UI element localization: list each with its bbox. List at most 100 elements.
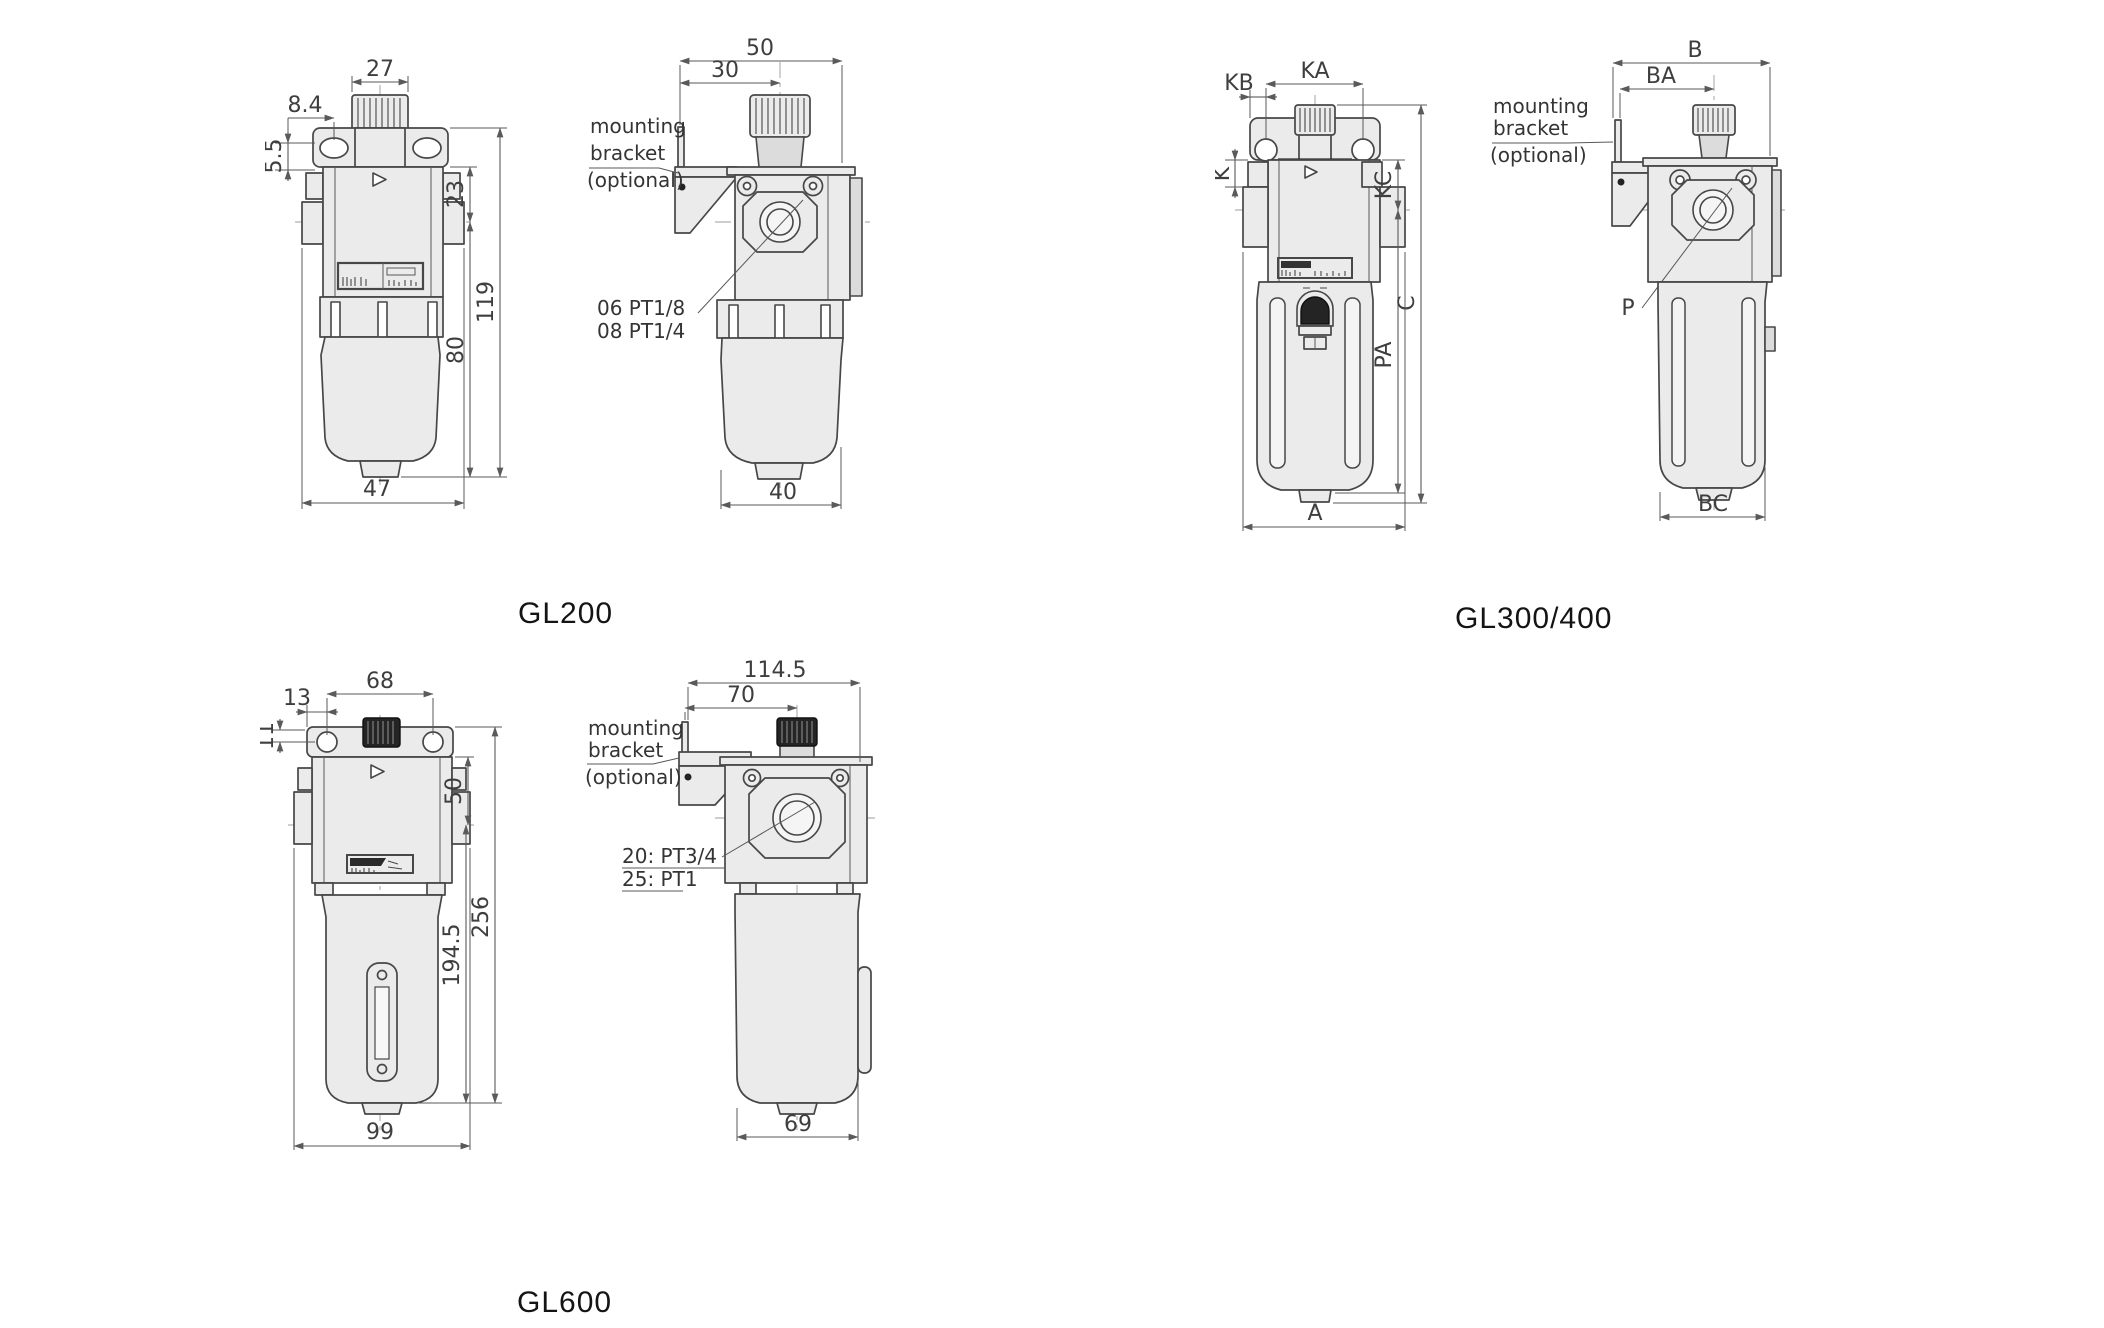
- dim-bottom-width: 40: [769, 480, 797, 505]
- bowl: [320, 336, 441, 462]
- dim-top-width: KA: [1300, 59, 1329, 84]
- dim-bottom-width: A: [1307, 501, 1322, 526]
- model-label-gl200: GL200: [518, 597, 614, 630]
- dim-bottom-width: 99: [366, 1120, 394, 1145]
- knob-stem: [755, 136, 805, 168]
- bowl: [734, 893, 861, 1104]
- gl300-side-annotations: B BA mounting bracket (optional) P BC: [1490, 38, 1771, 521]
- dim-top-offset: 8.4: [288, 93, 323, 118]
- gl600-side-view: 114.5 70 mounting bracket (optional) 20:…: [585, 658, 875, 1141]
- dim-top-offset: KB: [1224, 71, 1254, 96]
- drain: [361, 1102, 403, 1115]
- bowl: [1256, 281, 1374, 491]
- bracket-note-line1: mounting: [588, 716, 684, 740]
- gl300-front-dimensions: KA KB K KC PA C A: [1215, 59, 1427, 531]
- dim-inner-width: 70: [727, 683, 755, 708]
- bracket-note-line3: (optional): [1490, 143, 1587, 167]
- bracket-hole: [678, 183, 686, 191]
- top-cap: [726, 166, 856, 176]
- flange-hole-left: [319, 137, 349, 159]
- dim-top-offset: 13: [283, 686, 311, 711]
- gl200-front-body: [301, 94, 465, 478]
- bowl: [720, 337, 844, 464]
- port-circle-outer: [759, 201, 801, 243]
- bowl-clip: [857, 966, 872, 1074]
- port-left: [1242, 186, 1269, 248]
- foot-right: [426, 882, 446, 896]
- flange-hole-right: [1351, 138, 1375, 162]
- sight-window-right: [1344, 297, 1361, 469]
- dim-bottom-width: BC: [1698, 492, 1728, 517]
- flow-arrow: [372, 172, 387, 187]
- dim-right-mid: PA: [1372, 342, 1397, 369]
- dim-top-width: 27: [366, 57, 394, 82]
- adjust-knob: [362, 717, 401, 748]
- top-cap: [719, 756, 873, 766]
- sight-window-right: [1741, 297, 1756, 467]
- port-note-line1: 20: PT3/4: [622, 844, 717, 868]
- bowl-clip: [1764, 326, 1776, 352]
- dim-total-width: B: [1687, 38, 1702, 63]
- dim-left-height: 5.5: [265, 139, 287, 174]
- dim-right-total: 119: [474, 281, 499, 323]
- gl600-front-body: [293, 717, 471, 1115]
- body-side-panel: [849, 177, 863, 297]
- drain: [1695, 487, 1733, 501]
- sight-window-left: [1671, 297, 1686, 467]
- bracket-note-line1: mounting: [590, 114, 686, 138]
- gl200-front-dimensions: 27 8.4 5.5 23 80 119 47: [265, 57, 507, 509]
- port-tab-left: [1247, 161, 1269, 188]
- dim-right-total: C: [1395, 295, 1420, 310]
- gl600-front-view: 68 13 11 50 194.5 256 99: [260, 669, 502, 1150]
- bracket-hole: [684, 773, 692, 781]
- bracket-hole: [1617, 178, 1625, 186]
- sight-window-left: [1269, 297, 1286, 469]
- bracket-note-line2: bracket: [1493, 116, 1568, 140]
- port-leader: [721, 801, 816, 858]
- port-note-line2: 08 PT1/4: [597, 319, 685, 343]
- foot-left: [739, 882, 757, 895]
- label-plate: [1277, 257, 1353, 279]
- bracket-note-line3: (optional): [585, 765, 682, 789]
- flow-arrow: [1304, 165, 1318, 179]
- dim-bottom-width: 69: [784, 1112, 812, 1137]
- knob-neck: [354, 127, 406, 168]
- drain: [359, 460, 402, 478]
- foot-right: [836, 882, 854, 895]
- bracket-note-line2: bracket: [588, 738, 663, 762]
- gl300-front-view: KA KB K KC PA C A: [1215, 59, 1427, 531]
- port-tab-left: [305, 172, 324, 200]
- gl200-front-view: 27 8.4 5.5 23 80 119 47: [265, 57, 507, 509]
- dim-left-height: K: [1215, 166, 1235, 181]
- knob-stem: [1698, 134, 1730, 159]
- dim-total-width: 114.5: [744, 658, 807, 683]
- dim-right-mid: 80: [444, 336, 469, 364]
- port-tab-left: [297, 767, 313, 791]
- bracket-tab: [1614, 119, 1622, 163]
- gl200-side-body: [674, 94, 863, 480]
- port-note-line2: 25: PT1: [622, 867, 698, 891]
- label-plate: [336, 261, 425, 291]
- dim-right-mid: 194.5: [440, 924, 465, 987]
- gl600-side-body: [678, 717, 873, 1115]
- dim-left-height: 11: [260, 722, 279, 750]
- label-plate: [346, 854, 414, 874]
- dim-bottom-width: 47: [363, 477, 391, 502]
- port-note-line1: 06 PT1/8: [597, 296, 685, 320]
- adjust-knob: [1692, 104, 1736, 136]
- port-circle-inner: [766, 208, 794, 236]
- port-leader: [1641, 187, 1733, 309]
- model-label-gl600: GL600: [517, 1286, 613, 1319]
- port-left: [293, 791, 313, 845]
- gl200-side-annotations: 50 30 mounting bracket (optional) 06 PT1…: [587, 36, 843, 509]
- drain: [776, 1102, 818, 1115]
- port-left: [301, 201, 324, 245]
- drain-knob-assembly: [1296, 287, 1334, 350]
- dim-right-total: 256: [469, 896, 494, 938]
- dim-inner-width: 30: [711, 58, 739, 83]
- gl300-front-body: [1242, 104, 1406, 503]
- knob-knurling: [357, 98, 401, 130]
- top-cap: [1642, 157, 1778, 167]
- gl300-side-body: [1611, 104, 1782, 501]
